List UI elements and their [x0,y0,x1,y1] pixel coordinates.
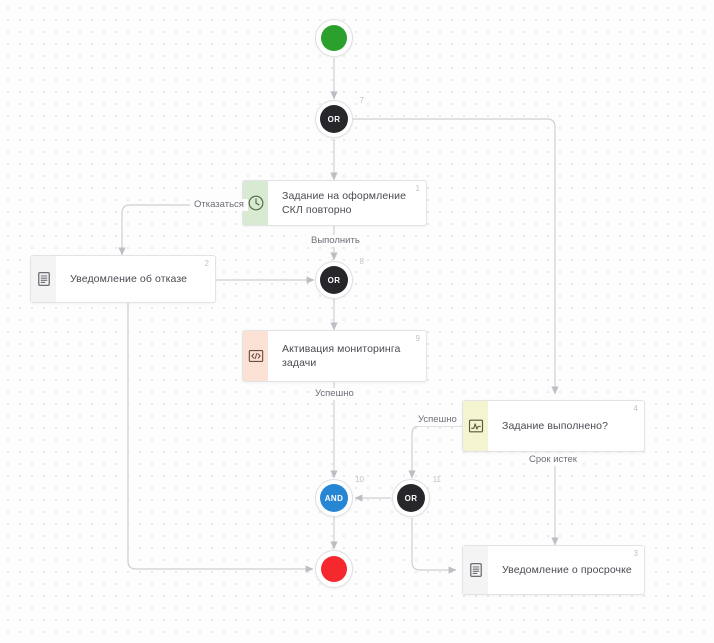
gateway-or-7-number: 7 [359,96,364,105]
task-card-refusal[interactable]: Уведомление об отказе 2 [30,255,216,303]
task-card-skl-body: Задание на оформление СКЛ повторно 1 [268,181,426,225]
task-card-done-check-body: Задание выполнено? 4 [488,401,644,451]
task-card-done-check-number: 4 [633,404,638,413]
gateway-or-7[interactable]: OR 7 [315,97,364,138]
clock-icon [248,195,263,211]
task-card-overdue-number: 3 [633,549,638,558]
edge-task1-refuse-to-task2 [118,204,244,256]
task-card-done-check[interactable]: Задание выполнено? 4 [462,400,645,452]
end-event[interactable] [315,550,353,588]
activity-icon [468,419,483,433]
edge-label-refuse: Отказаться [190,199,248,211]
edge-label-expired: Срок истек [525,454,581,466]
gateway-or-11-label: OR [397,484,425,512]
edge-or11-to-task3 [411,518,457,574]
task-card-refusal-title: Уведомление об отказе [70,273,188,285]
task-card-refusal-body: Уведомление об отказе 2 [56,256,215,302]
edge-label-success-check: Успешно [414,414,461,426]
task-card-done-check-accent [463,401,488,451]
gateway-or-11[interactable]: OR 11 [392,476,441,517]
task-card-monitoring-accent [243,331,268,381]
task-card-overdue-body: Уведомление о просрочке 3 [488,546,644,594]
document-icon [37,272,50,286]
start-event-dot [321,25,347,51]
task-card-overdue-accent [463,546,488,594]
task-card-monitoring-title: Активация мониторинга задачи [282,343,401,369]
task-card-overdue-title: Уведомление о просрочке [502,564,632,576]
gateway-and-10-number: 10 [355,475,364,484]
gateway-and-10[interactable]: AND 10 [315,476,364,517]
task-card-monitoring-number: 9 [415,334,420,343]
start-event[interactable] [315,19,353,57]
task-card-monitoring-body: Активация мониторинга задачи 9 [268,331,426,381]
gateway-or-8-label: OR [320,266,348,294]
task-card-done-check-title: Задание выполнено? [502,420,609,432]
task-card-refusal-number: 2 [204,259,209,268]
code-icon [248,350,263,362]
gateway-or-7-label: OR [320,105,348,133]
edge-label-execute: Выполнить [307,235,364,247]
document-icon [469,563,482,577]
task-card-skl-number: 1 [415,184,420,193]
gateway-or-8[interactable]: OR 8 [315,258,364,299]
task-card-refusal-accent [31,256,56,302]
edge-label-success-monitoring: Успешно [311,388,358,400]
end-event-dot [321,556,347,582]
task-card-monitoring[interactable]: Активация мониторинга задачи 9 [242,330,427,382]
task-card-skl[interactable]: Задание на оформление СКЛ повторно 1 [242,180,427,226]
gateway-or-11-number: 11 [432,475,441,484]
gateway-and-10-label: AND [320,484,348,512]
task-card-overdue[interactable]: Уведомление о просрочке 3 [462,545,645,595]
edge-task4-success-to-or11 [408,425,464,479]
task-card-skl-title: Задание на оформление СКЛ повторно [282,190,407,216]
gateway-or-8-number: 8 [359,257,364,266]
